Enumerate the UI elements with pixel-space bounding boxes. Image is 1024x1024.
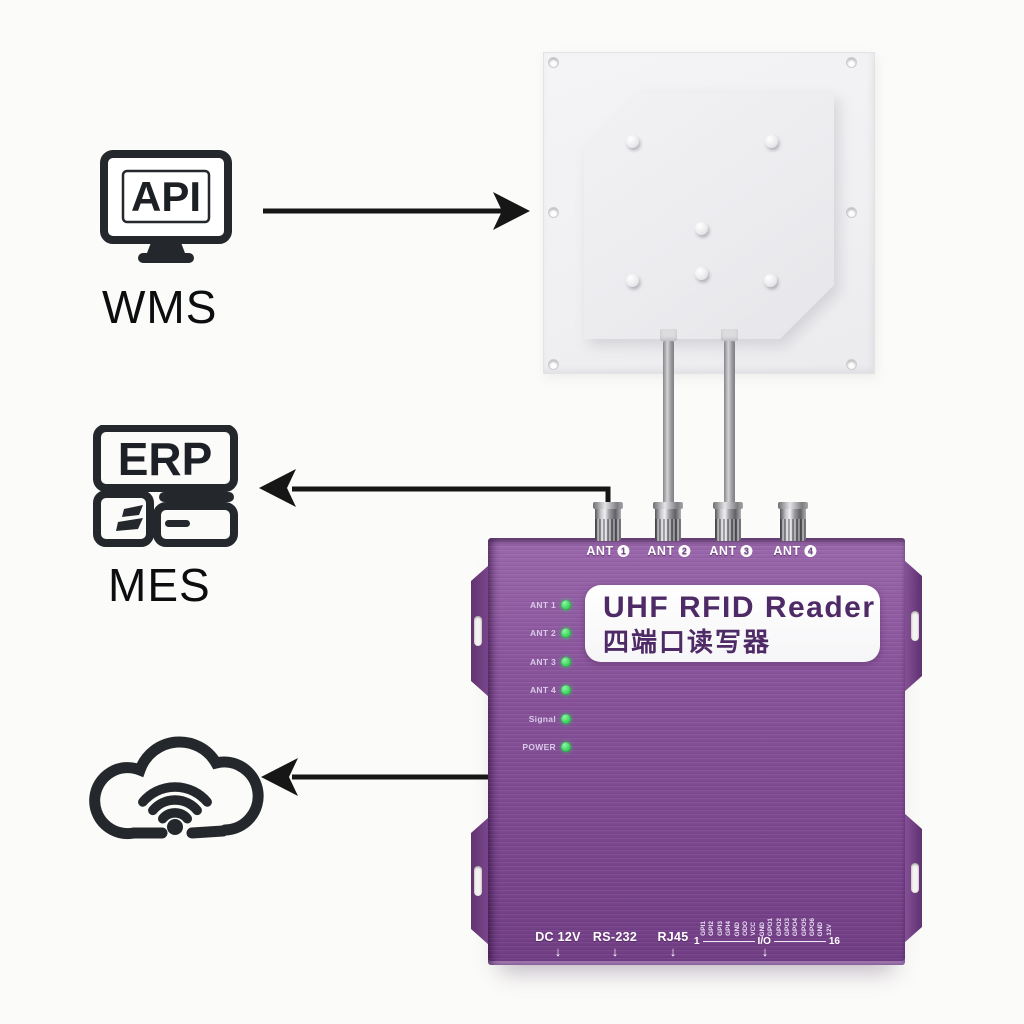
mounting-flange [471, 565, 489, 697]
mounting-flange [904, 560, 922, 692]
io-pin-end: 16 [828, 936, 840, 947]
mounting-slot [474, 616, 482, 646]
antenna-stud [764, 274, 777, 287]
port-number-badge: 1 [617, 545, 630, 557]
antenna-stud [695, 222, 708, 235]
screw-hole [846, 207, 857, 218]
api-icon-text: API [131, 173, 201, 220]
cloud-wifi-icon [72, 700, 272, 860]
port-label-rj45: RJ45 [657, 930, 689, 944]
down-arrow-dc12v: ↓ [554, 944, 562, 959]
rfid-panel-antenna [543, 52, 875, 374]
antenna-stud [626, 274, 639, 287]
io-terminal-pin-labels: GPI1 GPI2 GPI3 GPI4 GND ODO VCC GND GPO1… [700, 917, 833, 936]
io-pin-start: 1 [694, 936, 700, 947]
erp-system-icon: ERP [93, 424, 238, 552]
led-indicator-ant3: ANT 3 [510, 656, 571, 667]
screw-hole [548, 359, 559, 370]
io-center-label: I/O [757, 936, 771, 947]
screw-hole [548, 207, 559, 218]
port-label-dc12v: DC 12V [535, 930, 581, 944]
reader-nameplate: UHF RFID Reader 四端口读写器 [585, 585, 880, 662]
green-led [561, 656, 571, 667]
screw-hole [846, 57, 857, 68]
wifi-arc-small [157, 808, 193, 824]
wms-caption: WMS [102, 281, 218, 333]
port-number-badge: 3 [740, 545, 753, 557]
port-number-badge: 2 [678, 545, 691, 557]
mounting-flange [471, 817, 489, 945]
mes-caption: MES [108, 559, 211, 611]
api-monitor-icon: API [100, 150, 232, 273]
led-indicator-ant1: ANT 1 [510, 599, 571, 610]
sma-connector-ant2 [653, 502, 683, 541]
wifi-arc-medium [148, 795, 202, 816]
led-indicator-power: POWER [510, 741, 571, 752]
led-indicator-ant4: ANT 4 [510, 684, 571, 695]
nameplate-title: UHF RFID Reader [603, 591, 876, 624]
green-led [561, 741, 571, 752]
port-number-badge: 4 [804, 545, 817, 557]
antenna-cable [660, 329, 677, 512]
green-led [561, 713, 571, 724]
antenna-stud [765, 135, 778, 148]
sma-connector-ant1 [593, 502, 623, 541]
antenna-stud [695, 267, 708, 280]
mounting-slot [911, 611, 919, 641]
wifi-arc-large [138, 782, 212, 807]
green-led [561, 599, 571, 610]
antenna-radiator-plate [584, 93, 834, 339]
port-label-rs232: RS-232 [592, 930, 638, 944]
screw-hole [846, 359, 857, 370]
antenna-cable [721, 329, 738, 512]
led-indicator-ant2: ANT 2 [510, 627, 571, 638]
wifi-dot [167, 819, 183, 835]
green-led [561, 627, 571, 638]
sma-connector-ant4 [778, 502, 808, 541]
led-indicator-signal: Signal [510, 713, 571, 724]
io-terminal-scale: 1 I/O 16 [694, 936, 840, 947]
down-arrow-io: ↓ [761, 944, 769, 959]
sma-connector-ant3 [713, 502, 743, 541]
mounting-slot [474, 866, 482, 896]
nameplate-subtitle: 四端口读写器 [603, 627, 772, 657]
down-arrow-rj45: ↓ [669, 944, 677, 959]
mounting-flange [904, 813, 922, 943]
mounting-slot [911, 863, 919, 893]
down-arrow-rs232: ↓ [611, 944, 619, 959]
erp-icon-text: ERP [118, 433, 213, 485]
antenna-stud [626, 135, 639, 148]
green-led [561, 684, 571, 695]
screw-hole [548, 57, 559, 68]
